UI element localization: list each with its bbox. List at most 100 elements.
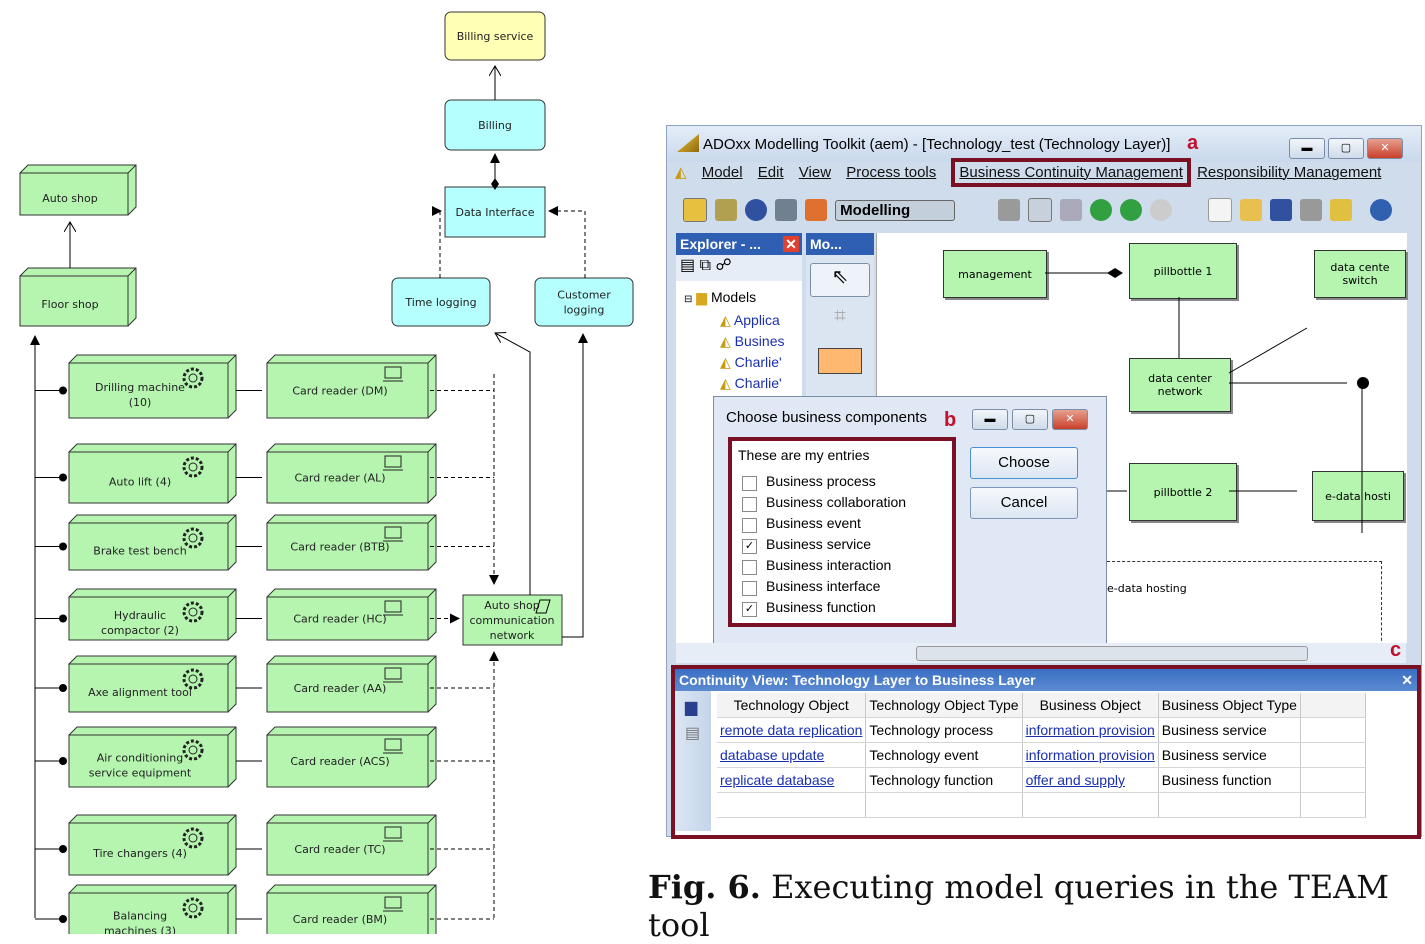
import-icon[interactable]	[805, 199, 827, 221]
hierarchy-icon[interactable]: ☍	[715, 257, 732, 274]
checkbox-business-interface[interactable]	[742, 581, 757, 596]
node-pillbottle-1[interactable]: pillbottle 1	[1129, 243, 1237, 299]
entry-label: Business collaboration	[766, 494, 907, 510]
machine-node[interactable]	[68, 734, 229, 788]
mode-selector[interactable]: Modelling	[835, 199, 956, 221]
close-explorer-icon[interactable]: ✕	[783, 236, 799, 252]
database-view-icon[interactable]: ▤	[680, 257, 696, 274]
grid-tool[interactable]: ⌗	[834, 305, 846, 327]
node-data-center-network[interactable]: data center network	[1129, 358, 1231, 412]
node-management[interactable]: management	[943, 250, 1047, 298]
scrollbar-thumb[interactable]	[916, 646, 1308, 661]
save-icon[interactable]	[1269, 199, 1292, 221]
object-link[interactable]: information provision	[1025, 722, 1155, 738]
choose-business-components-dialog: Choose business components b ▬ ▢ ✕ These…	[713, 396, 1107, 648]
gear-icon	[182, 367, 204, 389]
tree-item[interactable]: ◭ Busines	[684, 331, 802, 352]
save-icon[interactable]: ▆	[685, 699, 698, 716]
menu-model[interactable]: Model	[701, 164, 743, 181]
new-icon[interactable]	[1207, 198, 1232, 222]
menu-process-tools[interactable]: Process tools	[846, 164, 937, 181]
machine-label: Hydraulic	[114, 609, 166, 622]
print-icon[interactable]: ▤	[685, 725, 701, 742]
forward-icon[interactable]	[1119, 199, 1142, 221]
horizontal-scrollbar[interactable]: c	[676, 639, 1406, 663]
checkbox-business-function[interactable]: ✓	[742, 602, 757, 617]
machine-node[interactable]	[68, 822, 229, 876]
dialog-minimize-button[interactable]: ▬	[972, 409, 1008, 430]
dialog-close-button[interactable]: ✕	[1052, 409, 1088, 430]
cancel-button[interactable]: Cancel	[970, 487, 1078, 519]
checkbox-business-interaction[interactable]	[742, 560, 757, 575]
maximize-button[interactable]: ▢	[1328, 138, 1364, 159]
tree-root[interactable]: ⊟ ▆ Models	[684, 289, 757, 305]
close-button[interactable]: ✕	[1367, 138, 1403, 159]
choose-button[interactable]: Choose	[970, 447, 1078, 479]
marker-b: b	[944, 409, 957, 431]
column-header[interactable]: Business Object Type	[1158, 693, 1301, 718]
checkbox-business-collaboration[interactable]	[742, 497, 757, 512]
object-tool[interactable]	[818, 348, 862, 374]
menu-responsibility-management[interactable]: Responsibility Management	[1197, 164, 1382, 181]
auto-shop-label: Auto shop	[42, 192, 97, 205]
windows-view-icon[interactable]: ⧉	[699, 257, 712, 274]
menu-bar: ◭ Model Edit View Process tools Business…	[675, 158, 1392, 193]
node-pillbottle-2[interactable]: pillbottle 2	[1129, 463, 1237, 521]
minimize-button[interactable]: ▬	[1289, 138, 1325, 159]
evaluation-icon[interactable]	[775, 199, 797, 221]
object-link[interactable]: information provision	[1025, 747, 1155, 763]
time-logging-node[interactable]	[391, 277, 491, 327]
windows-icon[interactable]	[1059, 199, 1082, 221]
simulation-icon[interactable]	[745, 199, 767, 221]
machine-node[interactable]	[68, 663, 229, 713]
print-icon[interactable]	[1299, 199, 1322, 221]
tree-item[interactable]: ◭ Applica	[684, 310, 802, 331]
close-continuity-icon[interactable]: ✕	[1401, 672, 1413, 688]
tree-item[interactable]: ◭ Charlie'	[684, 373, 802, 394]
edit-mode-icon[interactable]	[683, 198, 707, 222]
home-icon[interactable]	[997, 199, 1020, 221]
undo-icon[interactable]	[1369, 199, 1392, 221]
data-interface-node[interactable]	[444, 186, 546, 238]
dialog-maximize-button[interactable]: ▢	[1012, 409, 1048, 430]
table-row[interactable]: remote data replication Technology proces…	[717, 717, 1366, 743]
back-icon[interactable]	[1089, 199, 1112, 221]
object-link[interactable]: replicate database	[720, 772, 835, 788]
column-header[interactable]: Technology Object	[717, 693, 867, 718]
object-link[interactable]: remote data replication	[720, 722, 863, 738]
checkbox-business-service[interactable]: ✓	[742, 539, 757, 554]
billing-service-node[interactable]	[444, 11, 546, 61]
customer-logging-node[interactable]	[534, 277, 634, 327]
cell-text: Technology process	[869, 722, 994, 738]
node-e-data-hosting[interactable]: e-data hosti	[1312, 471, 1404, 521]
entry-label: Business interaction	[766, 557, 892, 573]
machine-label: compactor (2)	[101, 624, 179, 637]
checkbox-business-event[interactable]	[742, 518, 757, 533]
database-icon[interactable]	[1027, 198, 1052, 222]
floor-shop-node[interactable]	[19, 275, 129, 327]
analysis-icon[interactable]	[715, 199, 737, 221]
column-header[interactable]: Business Object	[1022, 693, 1159, 718]
node-data-center-switch[interactable]: data cente switch	[1314, 250, 1406, 298]
communication-network-node[interactable]	[462, 594, 563, 646]
navigate-icon[interactable]	[1149, 199, 1172, 221]
machine-node[interactable]	[68, 596, 229, 641]
object-link[interactable]: database update	[720, 747, 825, 763]
machine-node[interactable]	[68, 451, 229, 504]
machine-node[interactable]	[68, 522, 229, 571]
open-icon[interactable]	[1239, 199, 1262, 221]
pointer-tool[interactable]: ⇖	[810, 263, 870, 297]
gear-icon	[182, 527, 204, 549]
menu-edit[interactable]: Edit	[757, 164, 784, 181]
machine-label: Tire changers (4)	[92, 847, 187, 860]
column-header[interactable]: Technology Object Type	[865, 693, 1023, 718]
object-link[interactable]: offer and supply	[1025, 772, 1125, 788]
tree-item[interactable]: ◭ Charlie'	[684, 352, 802, 373]
export-icon[interactable]	[1329, 199, 1352, 221]
checkbox-business-process[interactable]	[742, 476, 757, 491]
menu-business-continuity-management[interactable]: Business Continuity Management	[951, 158, 1191, 187]
menu-view[interactable]: View	[798, 164, 832, 181]
auto-shop-node[interactable]	[19, 172, 129, 216]
